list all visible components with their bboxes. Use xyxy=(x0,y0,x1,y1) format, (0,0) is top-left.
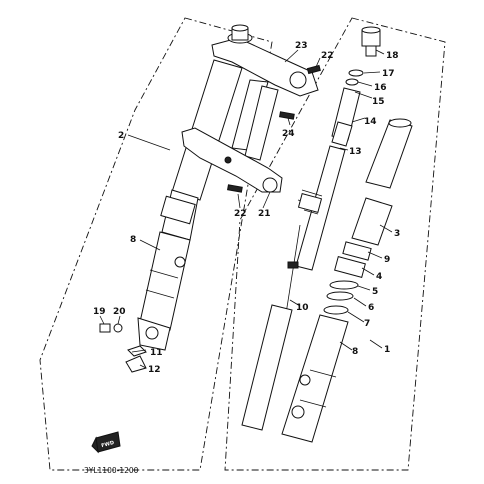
callout-18: 18 xyxy=(386,51,399,61)
callout-20: 20 xyxy=(113,307,126,317)
callout-1: 1 xyxy=(384,345,390,355)
callout-2: 2 xyxy=(118,131,124,141)
callout-23: 23 xyxy=(295,41,308,51)
callout-12: 12 xyxy=(148,365,161,375)
callout-16: 16 xyxy=(374,83,387,93)
left-assembly-boundary xyxy=(39,17,273,471)
callout-21: 21 xyxy=(258,209,271,219)
callout-11: 11 xyxy=(150,348,163,358)
callout-22-top: 22 xyxy=(321,51,334,61)
callout-10: 10 xyxy=(296,303,309,313)
right-fork-disassembled xyxy=(241,26,413,443)
leader-lines xyxy=(99,49,393,369)
forward-arrow-icon: FWD xyxy=(91,431,121,454)
callout-13: 13 xyxy=(349,147,362,157)
callout-9: 9 xyxy=(384,255,390,265)
callout-24: 24 xyxy=(282,129,295,139)
callout-22-bottom: 22 xyxy=(234,209,247,219)
fwd-label: FWD xyxy=(101,440,115,449)
callout-15: 15 xyxy=(372,97,385,107)
callout-19: 19 xyxy=(93,307,106,317)
callout-labels: 2 23 22 24 22 21 8 11 12 19 20 18 17 16 … xyxy=(93,41,400,375)
callout-3: 3 xyxy=(394,229,400,239)
callout-17: 17 xyxy=(382,69,395,79)
callout-8-left: 8 xyxy=(130,235,136,245)
callout-8-right: 8 xyxy=(352,347,358,357)
callout-14: 14 xyxy=(364,117,377,127)
drawing-code: 3YL1100-1200 xyxy=(84,466,139,475)
left-fork-assembly xyxy=(99,24,321,373)
right-assembly-boundary xyxy=(224,17,446,471)
callout-4: 4 xyxy=(376,272,382,282)
callout-6: 6 xyxy=(368,303,374,313)
callout-5: 5 xyxy=(372,287,378,297)
callout-7: 7 xyxy=(364,319,370,329)
